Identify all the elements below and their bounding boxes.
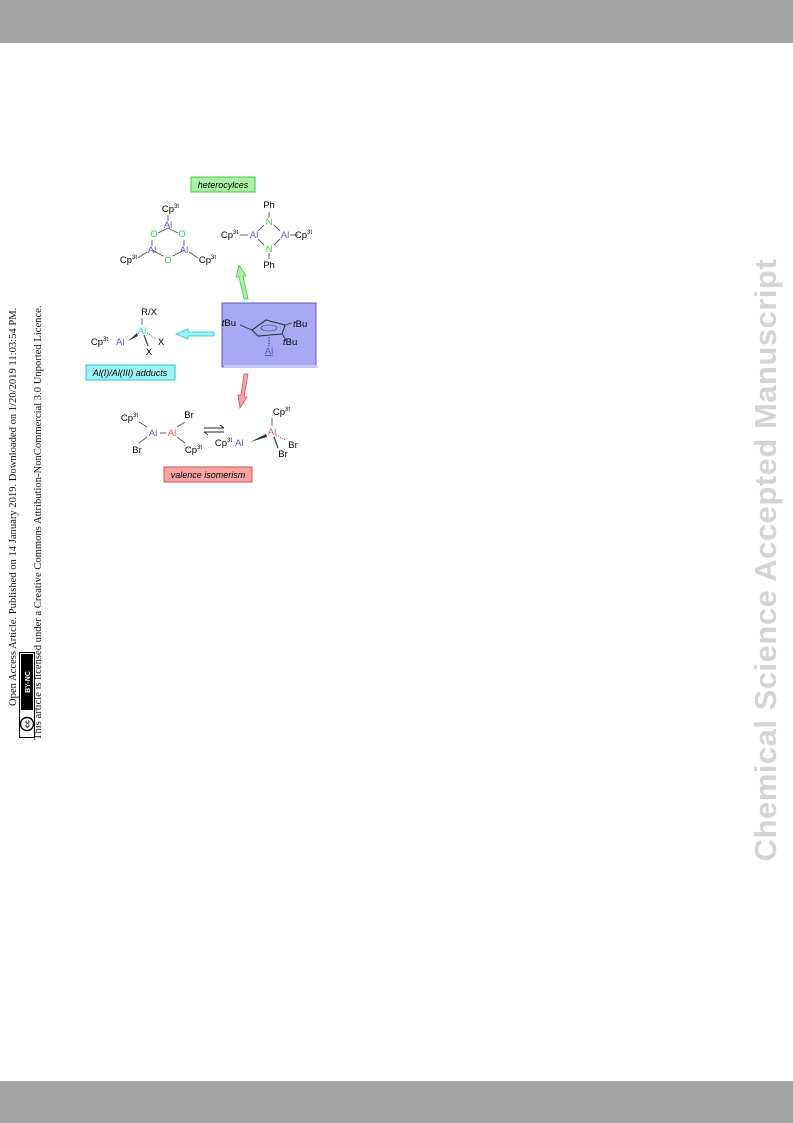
watermark: Chemical Science Accepted Manuscript: [748, 258, 783, 862]
cc-icon: [19, 716, 35, 732]
bottom-gray-bar: [0, 1081, 793, 1123]
reaction-scheme: Cp3t heterocylces Al O O Al Al O: [85, 176, 318, 483]
svg-text:Ph: Ph: [263, 260, 275, 271]
svg-text:Al: Al: [180, 245, 188, 256]
isomer-adduct-structure: Al Al Br Br: [214, 407, 298, 460]
svg-text:Al(I)/Al(III) adducts: Al(I)/Al(III) adducts: [92, 368, 168, 378]
svg-text:X: X: [158, 337, 165, 348]
cc-license-badge[interactable]: cc BY-NC: [19, 652, 35, 738]
dialane-structure: Al Al Br Br: [120, 410, 203, 456]
svg-text:Al: Al: [250, 230, 258, 241]
svg-text:tBu: tBu: [283, 337, 297, 348]
svg-text:O: O: [178, 229, 185, 240]
svg-text:N: N: [266, 244, 273, 255]
svg-text:Al: Al: [116, 337, 124, 348]
cc-icon-text: cc: [25, 720, 32, 728]
svg-text:X: X: [146, 347, 153, 358]
heterocycles-label: heterocylces: [190, 176, 256, 193]
svg-text:Ph: Ph: [263, 200, 275, 211]
svg-text:Br: Br: [184, 410, 194, 421]
al3o3-atoms: Al O O Al Al O: [119, 204, 217, 266]
svg-text:heterocylces: heterocylces: [198, 180, 249, 190]
svg-text:tBu: tBu: [293, 319, 307, 330]
svg-text:Al: Al: [265, 346, 273, 357]
arrow-down-icon: [237, 373, 249, 410]
svg-text:Br: Br: [132, 445, 142, 456]
svg-text:Al: Al: [138, 326, 146, 337]
svg-text:Al: Al: [148, 245, 156, 256]
al3o3-ring: [137, 215, 199, 259]
badge-text: BY-NC: [25, 671, 32, 693]
svg-text:O: O: [164, 255, 171, 266]
svg-text:N: N: [266, 217, 273, 228]
open-access-notice: Open Access Article. Published on 14 Jan…: [8, 307, 19, 706]
arrow-left-icon: [174, 328, 215, 340]
equilibrium-icon: [203, 424, 225, 436]
al2n2-ring: [240, 212, 298, 259]
adducts-label: Al(I)/Al(III) adducts: [85, 364, 176, 381]
svg-text:R/X: R/X: [141, 307, 158, 318]
svg-text:Br: Br: [278, 449, 288, 460]
svg-text:Al: Al: [268, 427, 276, 438]
svg-text:Al: Al: [168, 428, 176, 439]
adduct-structure: R/X Al Al X X: [90, 307, 165, 358]
svg-text:Al: Al: [164, 220, 172, 231]
svg-text:valence isomerism: valence isomerism: [171, 470, 246, 480]
svg-text:Al: Al: [235, 438, 243, 449]
top-gray-bar: [0, 0, 793, 43]
arrow-up-icon: [235, 263, 249, 300]
svg-text:tBu: tBu: [222, 318, 236, 329]
svg-text:Al: Al: [149, 428, 157, 439]
al2n2-atoms: Ph N Al Al N Ph: [220, 200, 313, 271]
cp3t-al-box: tBu tBu tBu Al: [221, 302, 318, 368]
svg-text:Al: Al: [281, 230, 289, 241]
svg-text:O: O: [150, 229, 157, 240]
isomerism-label: valence isomerism: [163, 466, 253, 483]
svg-text:Br: Br: [288, 440, 298, 451]
